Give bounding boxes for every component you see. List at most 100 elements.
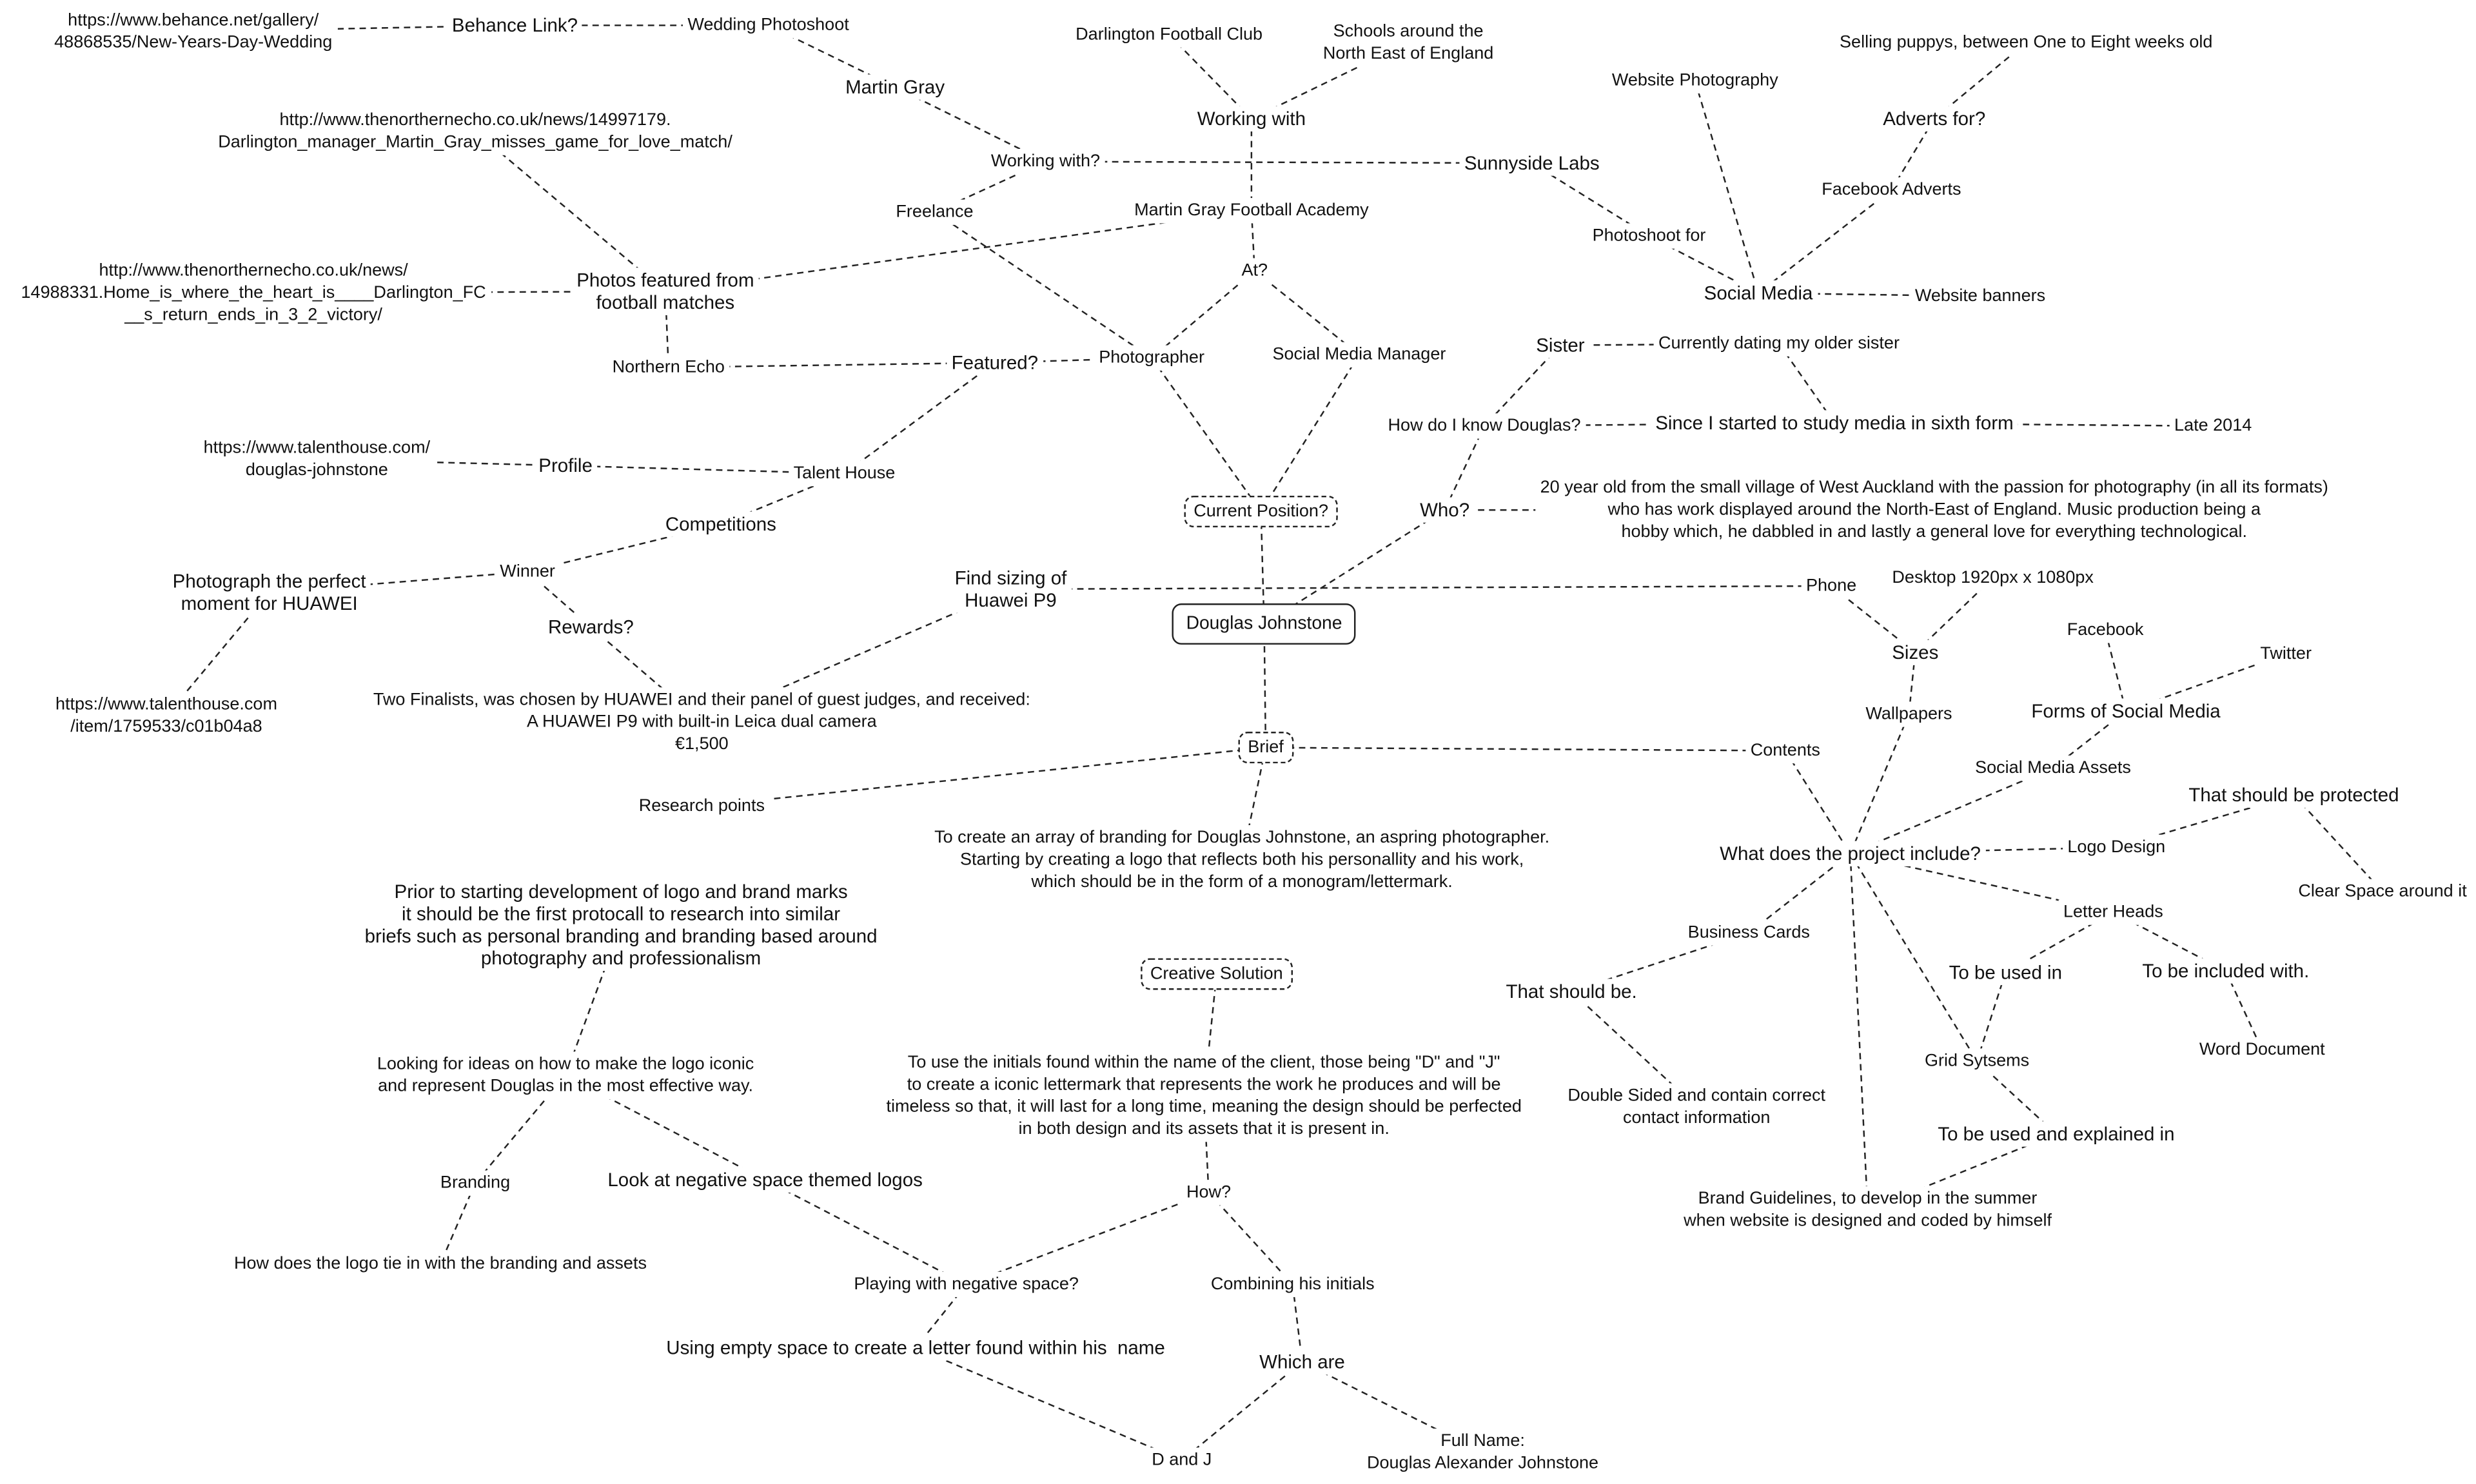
node-d-and-j: D and J <box>1146 1447 1217 1473</box>
node-bio: 20 year old from the small village of We… <box>1535 475 2334 545</box>
node-that-should-be: That should be. <box>1501 979 1642 1004</box>
node-wedding: Wedding Photoshoot <box>682 12 854 38</box>
node-winner: Winner <box>495 559 560 585</box>
node-photos-featured: Photos featured from football matches <box>571 268 759 315</box>
node-talenthouse-item[interactable]: https://www.talenthouse.com /item/175953… <box>50 692 282 740</box>
node-how: How? <box>1181 1180 1236 1206</box>
node-photographer: Photographer <box>1094 345 1210 371</box>
node-desktop: Desktop 1920px x 1080px <box>1887 565 2099 591</box>
connector-since-late <box>1834 422 2214 427</box>
connector-contents-what_include <box>1784 750 1851 854</box>
node-prior: Prior to starting development of logo an… <box>360 879 882 971</box>
node-working-with: Working with <box>1192 106 1311 132</box>
node-sizes: Sizes <box>1887 639 1943 665</box>
connector-who-how_know <box>1444 425 1486 511</box>
connector-echo_url1-photos_featured <box>475 130 666 292</box>
connector-facebook-forms_social <box>2104 630 2127 712</box>
node-brief-text: To create an array of branding for Dougl… <box>929 825 1555 895</box>
connector-working_with-darlington_fc <box>1168 34 1252 120</box>
connector-freelance-photographer <box>934 211 1152 359</box>
connector-sister-how_know <box>1484 344 1561 427</box>
connector-douglas-brief <box>1263 623 1267 748</box>
connector-which_are-d_and_j <box>1181 1361 1303 1461</box>
node-competitions: Competitions <box>660 511 781 537</box>
node-tie-in: How does the logo tie in with the brandi… <box>229 1251 652 1277</box>
node-talenthouse-url[interactable]: https://www.talenthouse.com/ douglas-joh… <box>199 435 435 483</box>
node-phone: Phone <box>1801 573 1862 599</box>
connector-northern_echo-featured_q <box>668 362 995 369</box>
node-sunnyside: Sunnyside Labs <box>1459 150 1605 176</box>
connector-social_assets-what_include <box>1850 767 2054 855</box>
node-rewards: Rewards? <box>543 614 639 640</box>
connector-logo_design-protected <box>2116 794 2294 848</box>
node-forms-social: Forms of Social Media <box>2027 698 2226 724</box>
node-northern-echo: Northern Echo <box>607 355 730 380</box>
node-research-points: Research points <box>634 793 770 819</box>
node-late: Late 2014 <box>2169 413 2257 439</box>
node-website-photo: Website Photography <box>1607 68 1783 93</box>
node-schools: Schools around the North East of England <box>1318 19 1498 67</box>
node-to-be-used-in: To be used in <box>1944 959 2067 986</box>
connector-to_be_included-word_doc <box>2225 970 2263 1051</box>
connector-brief-contents <box>1265 747 1785 752</box>
node-dating: Currently dating my older sister <box>1653 331 1905 356</box>
node-word-doc: Word Document <box>2194 1037 2330 1063</box>
node-photograph-perfect: Photograph the perfect moment for HUAWEI <box>168 568 371 616</box>
node-what-include: What does the project include? <box>1715 841 1986 866</box>
node-brief: Brief <box>1238 732 1293 764</box>
node-full-name: Full Name: Douglas Alexander Johnstone <box>1362 1429 1604 1476</box>
connector-website_photo-social_media <box>1694 80 1760 293</box>
connector-profile-talenthouse_url <box>317 458 566 467</box>
connector-how-playing <box>966 1191 1209 1285</box>
connector-photographer-current_position <box>1151 357 1262 513</box>
node-creative-text: To use the initials found within the nam… <box>881 1050 1527 1142</box>
connector-photos_featured-mgfa <box>665 210 1252 293</box>
node-douglas: Douglas Johnstone <box>1172 603 1357 645</box>
node-how-know: How do I know Douglas? <box>1383 413 1586 439</box>
node-behance-link: Behance Link? <box>447 12 583 38</box>
node-sister: Sister <box>1531 332 1590 358</box>
node-protected: That should be protected <box>2183 782 2404 808</box>
node-facebook-adverts: Facebook Adverts <box>1816 177 1966 203</box>
node-talent-house: Talent House <box>789 460 900 487</box>
node-creative: Creative Solution <box>1141 958 1293 990</box>
node-selling-puppys: Selling puppys, between One to Eight wee… <box>1834 30 2217 55</box>
connector-facebook_adverts-social_media <box>1758 189 1892 294</box>
node-twitter: Twitter <box>2255 641 2317 667</box>
node-combining: Combining his initials <box>1206 1271 1380 1298</box>
node-brand-guidelines: Brand Guidelines, to develop in the summ… <box>1678 1186 2057 1234</box>
node-used-explained: To be used and explained in <box>1932 1121 2179 1147</box>
node-empty-space: Using empty space to create a letter fou… <box>661 1335 1170 1361</box>
node-letter-heads: Letter Heads <box>2058 899 2168 925</box>
node-double-sided: Double Sided and contain correct contact… <box>1563 1083 1831 1131</box>
connector-brief-research_points <box>702 747 1266 807</box>
connector-that_should_be-double_sided <box>1571 991 1698 1108</box>
node-facebook: Facebook <box>2062 618 2148 643</box>
node-wallpapers: Wallpapers <box>1860 701 1957 727</box>
connector-to_be_used_in-grid <box>1976 972 2007 1062</box>
connector-empty_space-d_and_j <box>915 1347 1183 1461</box>
node-negative-logos: Look at negative space themed logos <box>603 1167 928 1193</box>
node-mgfa: Martin Gray Football Academy <box>1129 198 1373 224</box>
node-social-assets: Social Media Assets <box>1970 755 2136 781</box>
node-looking: Looking for ideas on how to make the log… <box>372 1051 759 1100</box>
node-behance-url[interactable]: https://www.behance.net/gallery/ 4886853… <box>49 8 337 55</box>
node-to-be-included: To be included with. <box>2137 958 2314 984</box>
node-echo-url2[interactable]: http://www.thenorthernecho.co.uk/news/ 1… <box>16 258 491 328</box>
node-playing: Playing with negative space? <box>849 1271 1084 1298</box>
node-smm: Social Media Manager <box>1268 342 1451 367</box>
node-logo-design: Logo Design <box>2063 834 2170 861</box>
connector-featured_q-talent_house <box>843 362 996 474</box>
node-grid: Grid Sytsems <box>1920 1048 2034 1074</box>
node-echo-url1[interactable]: http://www.thenorthernecho.co.uk/news/14… <box>213 108 738 155</box>
node-who: Who? <box>1415 497 1475 523</box>
node-branding: Branding <box>435 1170 515 1196</box>
connector-at-photographer <box>1151 270 1255 359</box>
connector-dating-since <box>1778 343 1835 424</box>
connector-how-combining <box>1208 1192 1293 1285</box>
connector-brief-brief_text <box>1241 747 1267 861</box>
node-freelance: Freelance <box>891 199 978 225</box>
node-profile: Profile <box>533 453 598 478</box>
node-website-banners: Website banners <box>1910 283 2050 309</box>
